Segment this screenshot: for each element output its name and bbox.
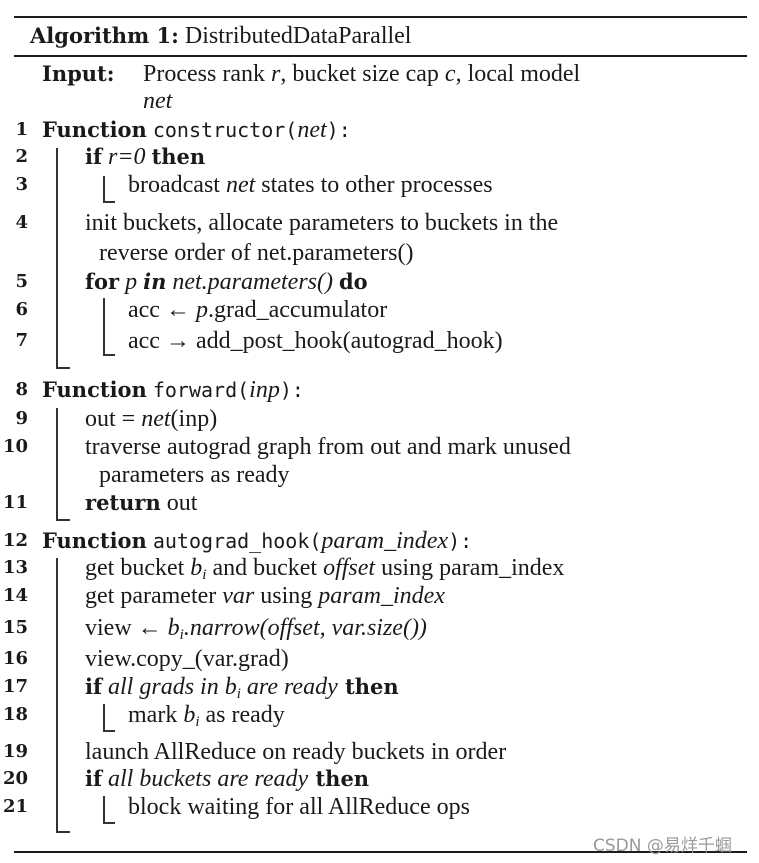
line-number: 15: [2, 617, 28, 638]
input-net: net: [143, 88, 173, 114]
block-foot-for: [103, 354, 115, 356]
line-content: get parameter var using param_index: [85, 583, 445, 609]
line-number: 8: [15, 379, 28, 400]
line-content: out = net(inp): [85, 406, 218, 432]
line-number: 19: [2, 741, 28, 762]
line-content: parameters as ready: [99, 462, 290, 488]
block-bar-forward: [56, 408, 58, 520]
block-foot-if-buckets: [103, 822, 115, 824]
line-content: Function forward(inp):: [42, 377, 304, 403]
line-number: 17: [2, 676, 28, 697]
line-number: 13: [2, 557, 28, 578]
block-bar-autograd-hook: [56, 558, 58, 832]
block-foot-constructor: [56, 367, 70, 369]
line-number: 4: [15, 212, 28, 233]
line-number: 3: [15, 174, 28, 195]
line-number: 11: [2, 492, 28, 513]
line-content: get bucket bi and bucket offset using pa…: [85, 555, 565, 583]
bottom-rule: [14, 851, 747, 853]
line-content: reverse order of net.parameters(): [99, 240, 414, 266]
caption-rule: [14, 55, 747, 57]
line-content: for p in net.parameters() do: [85, 269, 368, 295]
block-foot-forward: [56, 519, 70, 521]
line-number: 16: [2, 648, 28, 669]
line-content: Function autograd_hook(param_index):: [42, 528, 473, 554]
line-number: 20: [2, 768, 28, 789]
line-number: 5: [15, 271, 28, 292]
line-content: block waiting for all AllReduce ops: [128, 794, 470, 820]
line-number: 10: [2, 436, 28, 457]
line-content: traverse autograd graph from out and mar…: [85, 434, 571, 460]
line-content: if all grads in bi are ready then: [85, 674, 399, 702]
block-foot-autograd-hook: [56, 831, 70, 833]
line-content: view ← bi.narrow(offset, var.size()): [85, 615, 427, 643]
line-number: 7: [15, 330, 28, 351]
line-number: 14: [2, 585, 28, 606]
watermark: CSDN @易烊千蝈: [593, 836, 732, 856]
line-number: 2: [15, 146, 28, 167]
input-text: Process rank r, bucket size cap c, local…: [143, 61, 581, 87]
line-number: 1: [15, 119, 28, 140]
line-content: mark bi as ready: [128, 702, 285, 730]
line-number: 9: [15, 408, 28, 429]
algorithm-label: Algorithm 1:: [30, 23, 179, 48]
line-content: return out: [85, 490, 198, 516]
line-content: acc ← p.grad_accumulator: [128, 297, 388, 323]
line-content: acc → add_post_hook(autograd_hook): [128, 328, 503, 354]
block-foot-if: [103, 201, 115, 203]
line-content: if all buckets are ready then: [85, 766, 370, 792]
block-bar-constructor: [56, 148, 58, 368]
input-label: Input:: [42, 61, 115, 86]
line-number: 6: [15, 299, 28, 320]
line-number: 18: [2, 704, 28, 725]
block-bar-if-buckets: [103, 796, 105, 823]
line-content: if r=0 then: [85, 144, 206, 170]
line-content: init buckets, allocate parameters to buc…: [85, 210, 559, 236]
block-bar-if: [103, 176, 105, 202]
line-number: 21: [2, 796, 28, 817]
block-bar-for: [103, 298, 105, 355]
line-number: 12: [2, 530, 28, 551]
block-foot-if-grads: [103, 730, 115, 732]
line-content: Function constructor(net):: [42, 117, 351, 143]
block-bar-if-grads: [103, 704, 105, 731]
line-content: view.copy_(var.grad): [85, 646, 289, 672]
algorithm-caption: Algorithm 1: DistributedDataParallel: [30, 22, 411, 50]
line-content: broadcast net states to other processes: [128, 172, 493, 198]
line-content: launch AllReduce on ready buckets in ord…: [85, 739, 507, 765]
algorithm-name: DistributedDataParallel: [184, 23, 412, 49]
top-rule: [14, 16, 747, 18]
